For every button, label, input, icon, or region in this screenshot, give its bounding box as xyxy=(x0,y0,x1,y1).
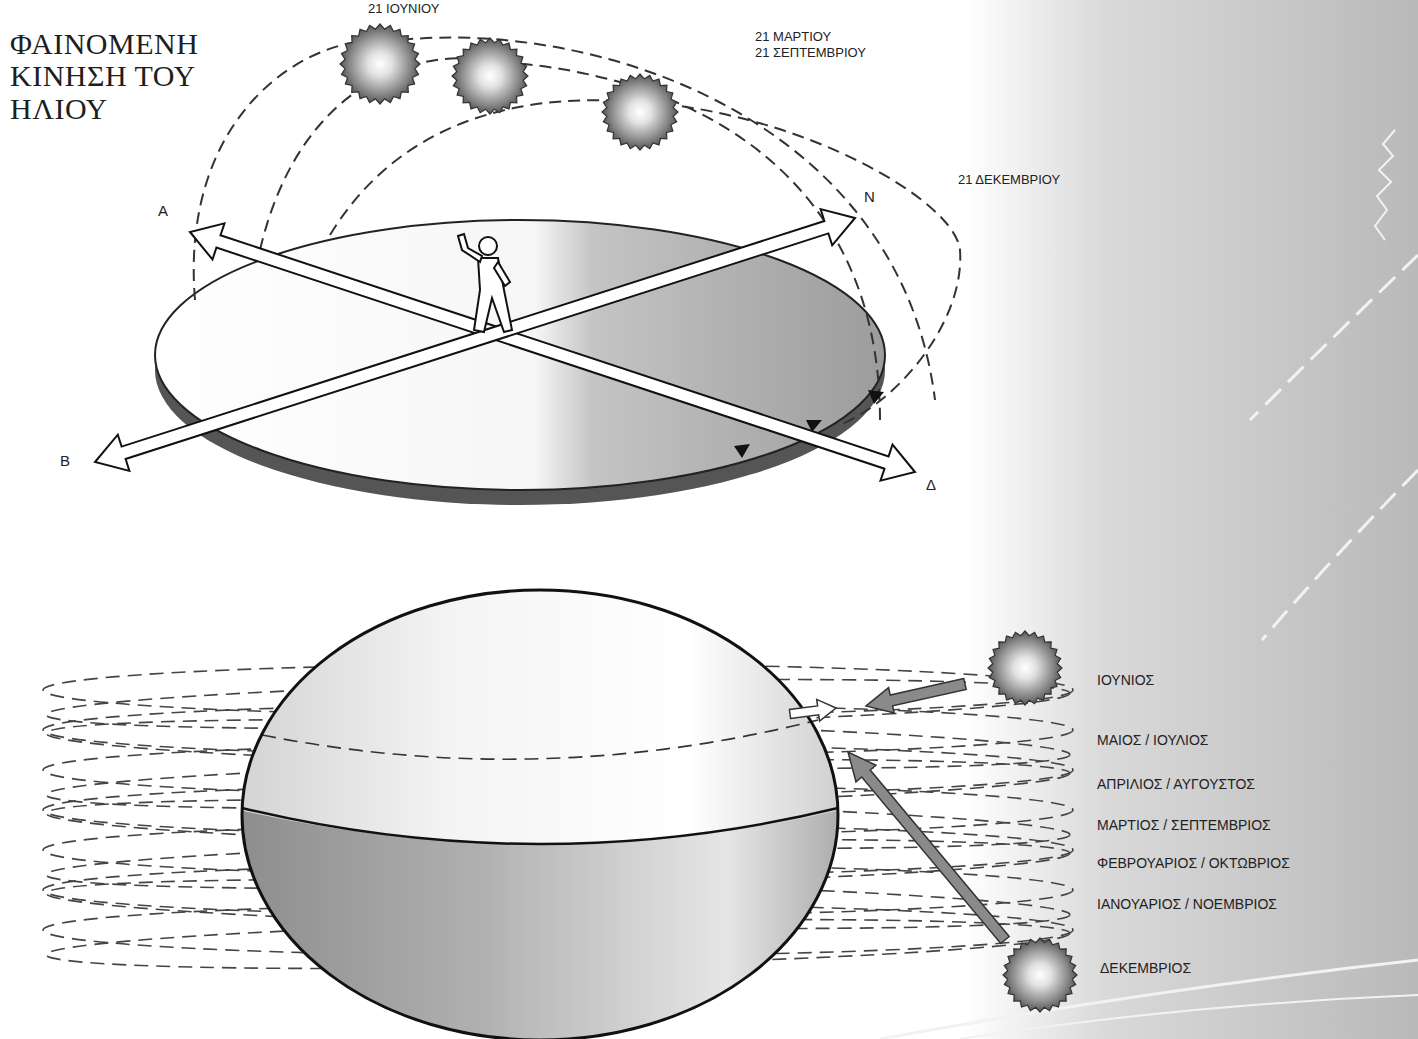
earth-sphere xyxy=(230,590,850,1039)
date-label: 21 ΔΕΚΕΜΒΡΙΟΥ xyxy=(958,173,1060,188)
observer-figure xyxy=(458,234,512,332)
month-label: ΙΑΝΟΥΑΡΙΟΣ / ΝΟΕΜΒΡΙΟΣ xyxy=(1097,896,1277,912)
sun-symbol xyxy=(988,631,1062,705)
date-label: 21 ΜΑΡΤΙΟΥ xyxy=(755,30,831,45)
month-label: ΙΟΥΝΙΟΣ xyxy=(1097,672,1154,688)
direction-letter: Β xyxy=(60,452,70,469)
sun-ray-arrows xyxy=(789,679,1009,944)
direction-letter: Ν xyxy=(864,188,875,205)
sun-symbol xyxy=(452,38,528,114)
compass-arrows xyxy=(95,209,915,481)
direction-letter: Δ xyxy=(926,476,936,493)
sun-ray-arrow xyxy=(789,699,836,721)
date-label: 21 ΣΕΠΤΕΜΒΡΙΟΥ xyxy=(755,46,866,61)
sun-ray-arrow xyxy=(848,752,1009,944)
month-label: ΔΕΚΕΜΒΡΙΟΣ xyxy=(1100,960,1191,976)
sun-ray-arrow xyxy=(866,679,966,714)
sun-symbol xyxy=(1003,938,1077,1012)
direction-letter: Α xyxy=(158,202,168,219)
month-label: ΦΕΒΡΟΥΑΡΙΟΣ / ΟΚΤΩΒΡΙΟΣ xyxy=(1097,855,1290,871)
month-label: ΜΑΡΤΙΟΣ / ΣΕΠΤΕΜΒΡΙΟΣ xyxy=(1097,817,1271,833)
sun-symbol xyxy=(602,74,678,150)
sun-symbols xyxy=(340,24,1077,1012)
compass-arrow xyxy=(190,223,915,480)
date-label: 21 ΙΟΥΝΙΟΥ xyxy=(368,2,439,17)
compass-arrow xyxy=(95,209,855,471)
diagram-title: ΦΑΙΝΟΜΕΝΗ ΚΙΝΗΣΗ ΤΟΥ ΗΛΙΟΥ xyxy=(10,28,250,125)
month-label: ΜΑΙΟΣ / ΙΟΥΛΙΟΣ xyxy=(1097,732,1209,748)
sun-symbol xyxy=(340,24,420,104)
background-streaks xyxy=(880,130,1418,1039)
month-label: ΑΠΡΙΛΙΟΣ / ΑΥΓΟΥΣΤΟΣ xyxy=(1097,776,1255,792)
